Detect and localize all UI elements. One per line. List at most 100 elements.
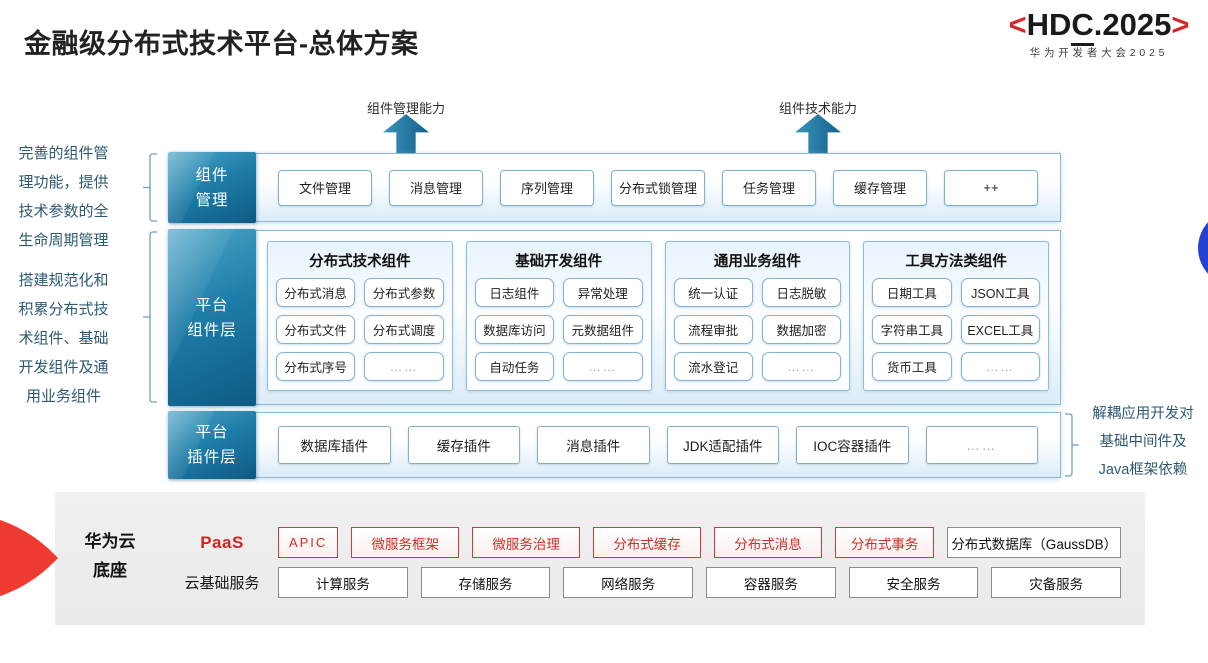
band-label-line: 平台 [195,296,229,314]
band-label-platform-components: 平台 组件层 [168,229,256,406]
paas-chip: 分布式消息 [714,527,822,558]
component-chip: …… [761,352,842,381]
component-chip: 数据加密 [761,315,842,344]
note-line: Java框架依赖 [1098,462,1188,478]
red-wedge-icon [0,519,58,597]
component-chip: 货币工具 [872,352,952,381]
component-chip: 元数据组件 [563,315,643,344]
column-chip-grid: 日志组件异常处理数据库访问元数据组件自动任务 …… [467,275,651,391]
component-chip: 分布式参数 [364,278,444,307]
paas-chip: 微服务治理 [472,527,581,558]
paas-row: PaaS APIC 微服务框架 微服务治理 分布式缓存 分布式消息 分布式事务 … [179,527,1121,558]
cloud-service-chip-list: 计算服务存储服务网络服务容器服务安全服务灾备服务 [278,567,1122,598]
component-chip: 自动任务 [474,352,555,381]
cloud-service-chip: 存储服务 [420,567,551,598]
band-component-management: 组件 管理 文件管理消息管理序列管理分布式锁管理任务管理缓存管理++ [168,152,1061,223]
component-chip: 分布式调度 [364,315,444,344]
paas-chip: 微服务框架 [351,527,460,558]
cloud-service-chip: 安全服务 [848,567,979,598]
paas-chip: 分布式缓存 [593,527,702,558]
plugin-chip-list: 数据库插件缓存插件消息插件 JDK适配插件 IOC容器插件 …… [256,413,1060,477]
capability-label-technology: 组件技术能力 [778,101,858,116]
right-bracket-icon [1065,413,1079,477]
paas-chip: APIC [278,527,339,558]
plugin-chip: 缓存插件 [407,426,520,464]
foundation-panel: 华为云 底座 PaaS APIC 微服务框架 微服务治理 分布式缓存 分布式消息… [55,492,1145,625]
hdc-logo: <HDC.2025> 华为开发者大会2025 [996,7,1202,60]
column-chip-grid: 分布式消息分布式参数分布式文件分布式调度分布式序号…… [268,275,452,391]
cloud-service-chip: 网络服务 [563,567,694,598]
note-decoupling: 解耦应用开发对 基础中间件及 Java框架依赖 [1082,400,1204,484]
band-label-line: 平台 [195,424,229,441]
cloud-service-chip: 容器服务 [706,567,836,598]
management-chip-list: 文件管理消息管理序列管理分布式锁管理任务管理缓存管理++ [256,154,1060,221]
foundation-label: 华为云 底座 [71,527,149,585]
component-chip: 异常处理 [563,278,643,307]
component-chip: 日志组件 [474,278,555,307]
plugin-chip: IOC容器插件 [796,426,909,464]
management-chip: 缓存管理 [833,169,927,206]
component-chip: …… [364,352,444,381]
note-line: 基础中间件及 [1099,434,1187,450]
component-chip: 日志脱敏 [761,278,842,307]
management-chip: 序列管理 [500,169,594,206]
band-label-line: 组件 [195,166,229,184]
component-chip: EXCEL工具 [960,315,1040,344]
column-header: 分布式技术组件 [309,254,411,270]
component-chip: 字符串工具 [872,315,952,344]
blue-circle-decoration [1198,210,1208,286]
foundation-label-line: 底座 [93,561,127,580]
column-header: 工具方法类组件 [905,254,1007,270]
note-component-management: 完善的组件管理功能，提供技术参数的全生命周期管理 [18,145,109,249]
band-label-platform-plugins: 平台 插件层 [168,411,256,479]
note-component-accumulation: 搭建规范化和积累分布式技术组件、基础开发组件及通用业务组件 [18,272,109,405]
cloud-service-chip: 灾备服务 [991,567,1122,598]
component-column-common-business: 通用业务组件 统一认证日志脱敏流程审批数据加密流水登记…… [664,241,851,391]
logo-c-underlined: C [1071,7,1094,46]
logo-close-bracket: > [1171,7,1190,42]
component-chip: JSON工具 [960,278,1040,307]
management-chip: 文件管理 [278,169,372,206]
logo-open-bracket: < [1008,7,1027,42]
cloud-service-chip: 计算服务 [278,567,408,598]
plugin-chip: 数据库插件 [278,426,391,464]
cloud-services-row: 云基础服务 计算服务存储服务网络服务容器服务安全服务灾备服务 [179,567,1122,598]
plugin-chip: JDK适配插件 [666,426,779,464]
component-chip: 分布式文件 [276,315,356,344]
management-chip: ++ [944,169,1038,206]
band-label-line: 组件层 [187,321,237,339]
component-chip: …… [563,352,643,381]
column-header: 基础开发组件 [515,254,603,270]
cloud-services-label: 云基础服务 [184,575,260,592]
logo-year: .2025 [1093,7,1172,42]
component-column-distributed: 分布式技术组件 分布式消息分布式参数分布式文件分布式调度分布式序号…… [267,241,453,391]
up-arrow-icon [383,114,429,154]
management-chip: 任务管理 [722,169,816,206]
band-platform-plugins: 平台 插件层 数据库插件缓存插件消息插件 JDK适配插件 IOC容器插件 …… [168,411,1061,479]
component-chip: 日期工具 [872,278,952,307]
logo-hd: HD [1026,7,1072,42]
plugin-chip: …… [925,426,1038,464]
page-title: 金融级分布式技术平台-总体方案 [24,29,419,59]
plugin-chip: 消息插件 [537,426,650,464]
component-chip: 分布式消息 [276,278,356,307]
capability-label-management: 组件管理能力 [366,101,446,116]
note-line: 解耦应用开发对 [1092,406,1194,422]
management-chip: 分布式锁管理 [611,169,705,206]
component-chip: 流水登记 [673,352,753,381]
column-chip-grid: 统一认证日志脱敏流程审批数据加密流水登记 …… [666,275,850,391]
band-label-line: 插件层 [187,449,237,466]
band-label-line: 管理 [195,191,229,209]
gaussdb-chip: 分布式数据库（GaussDB） [947,527,1121,558]
paas-label: PaaS [200,532,244,552]
hdc-logo-subtitle: 华为开发者大会2025 [1029,47,1169,59]
up-arrow-icon [795,114,841,154]
paas-chip: 分布式事务 [834,527,935,558]
component-chip: 数据库访问 [474,315,555,344]
left-bracket-icon [143,231,157,403]
component-chip: 统一认证 [673,278,753,307]
component-columns: 分布式技术组件 分布式消息分布式参数分布式文件分布式调度分布式序号…… 基础开发… [256,231,1060,404]
component-chip: 流程审批 [673,315,753,344]
hdc-logo-wordmark: <HDC.2025> [996,7,1202,46]
